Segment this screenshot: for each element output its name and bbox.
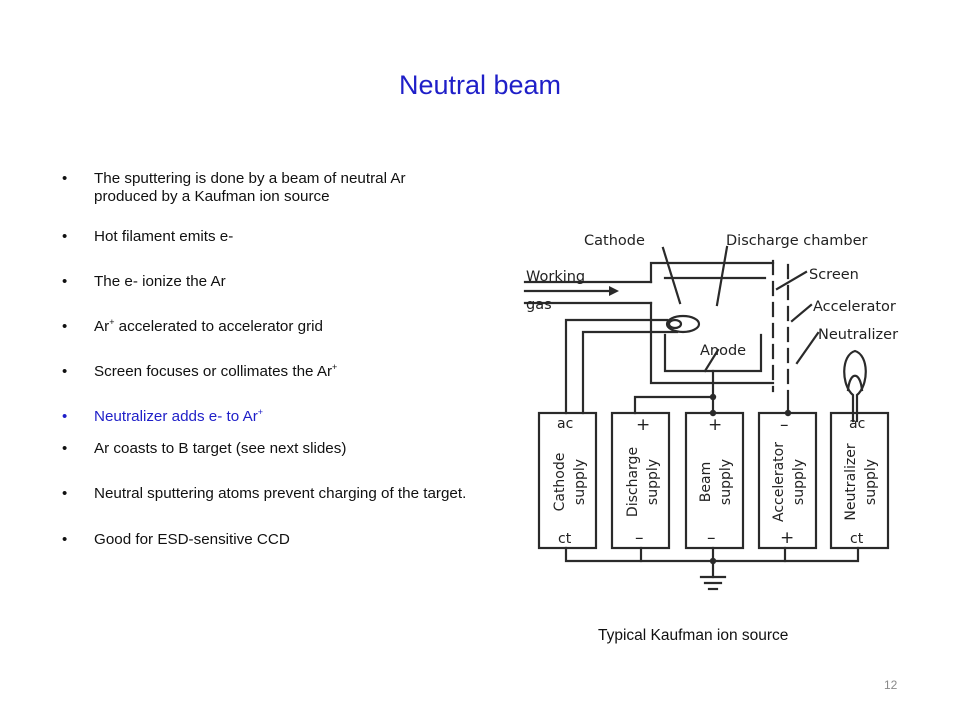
bullet-item: Good for ESD-sensitive CCD	[62, 531, 472, 549]
slide-title: Neutral beam	[398, 70, 562, 100]
supply-name: Cathode	[552, 453, 568, 512]
kaufman-ion-source-diagram: Cathode Discharge chamber Working gas Sc…	[523, 233, 898, 591]
label-gas: gas	[526, 297, 552, 313]
supply-name: supply	[645, 459, 661, 505]
supply-bottom: +	[780, 528, 794, 548]
gas-arrowhead	[609, 286, 619, 296]
supply-bottom: ct	[850, 531, 864, 547]
label-neutralizer: Neutralizer	[818, 327, 898, 343]
supply-top: +	[708, 415, 722, 435]
neutralizer-filament	[846, 374, 864, 392]
neutralizer-filament	[843, 349, 867, 423]
screen-leader	[775, 270, 808, 291]
supply-box	[829, 411, 890, 550]
bullet-item: The sputtering is done by a beam of neut…	[62, 170, 472, 206]
neutralizer-leader	[795, 331, 820, 365]
discharge-leader	[715, 245, 729, 307]
cathode-filament	[665, 314, 701, 334]
label-discharge-chamber: Discharge chamber	[726, 233, 868, 249]
bullet-item: Ar+ accelerated to accelerator grid	[62, 317, 472, 336]
label-cathode: Cathode	[584, 233, 645, 249]
anode-lead	[703, 348, 720, 373]
supply-bottom: –	[707, 528, 716, 548]
label-working: Working	[526, 269, 585, 285]
bullet-item: The e- ionize the Ar	[62, 273, 472, 291]
cathode-leader	[661, 246, 682, 305]
supply-top: +	[636, 415, 650, 435]
supply-box	[537, 411, 598, 550]
cathode-wire	[564, 318, 669, 415]
bullet-item: Hot filament emits e-	[62, 228, 472, 246]
bullet-item: Neutral sputtering atoms prevent chargin…	[62, 485, 472, 503]
junction-dot	[709, 409, 717, 417]
cathode-wire	[581, 330, 679, 415]
supply-name: supply	[718, 459, 734, 505]
bullet-list: The sputtering is done by a beam of neut…	[62, 170, 472, 549]
label-accelerator: Accelerator	[813, 299, 896, 315]
bullet-item: Screen focuses or collimates the Ar+	[62, 362, 472, 381]
diagram-caption: Typical Kaufman ion source	[598, 627, 789, 644]
supply-top: –	[780, 415, 789, 435]
cathode-filament	[667, 318, 683, 330]
supply-name: supply	[863, 459, 879, 505]
supply-name: supply	[572, 459, 588, 505]
label-anode: Anode	[700, 343, 746, 359]
supply-top: ac	[849, 416, 865, 432]
chamber-wall	[649, 261, 775, 284]
supply-bottom: –	[635, 528, 644, 548]
accelerator-leader	[790, 303, 813, 323]
supply-name: Neutralizer	[843, 443, 859, 521]
chamber-wall	[649, 301, 775, 385]
junction-dot	[709, 393, 717, 401]
discharge-wire	[633, 395, 715, 415]
supply-name: supply	[791, 459, 807, 505]
supply-name: Discharge	[625, 447, 641, 517]
supply-bottom: ct	[558, 531, 572, 547]
bullet-item: Ar coasts to B target (see next slides)	[62, 440, 472, 458]
supply-name: Beam	[698, 462, 714, 502]
junction-dot	[709, 557, 717, 565]
bullet-item-highlighted: Neutralizer adds e- to Ar+	[62, 407, 472, 426]
junction-dot	[784, 409, 792, 417]
supply-name: Accelerator	[771, 442, 787, 522]
page-number: 12	[884, 678, 898, 692]
label-screen: Screen	[809, 267, 859, 283]
supply-top: ac	[557, 416, 573, 432]
